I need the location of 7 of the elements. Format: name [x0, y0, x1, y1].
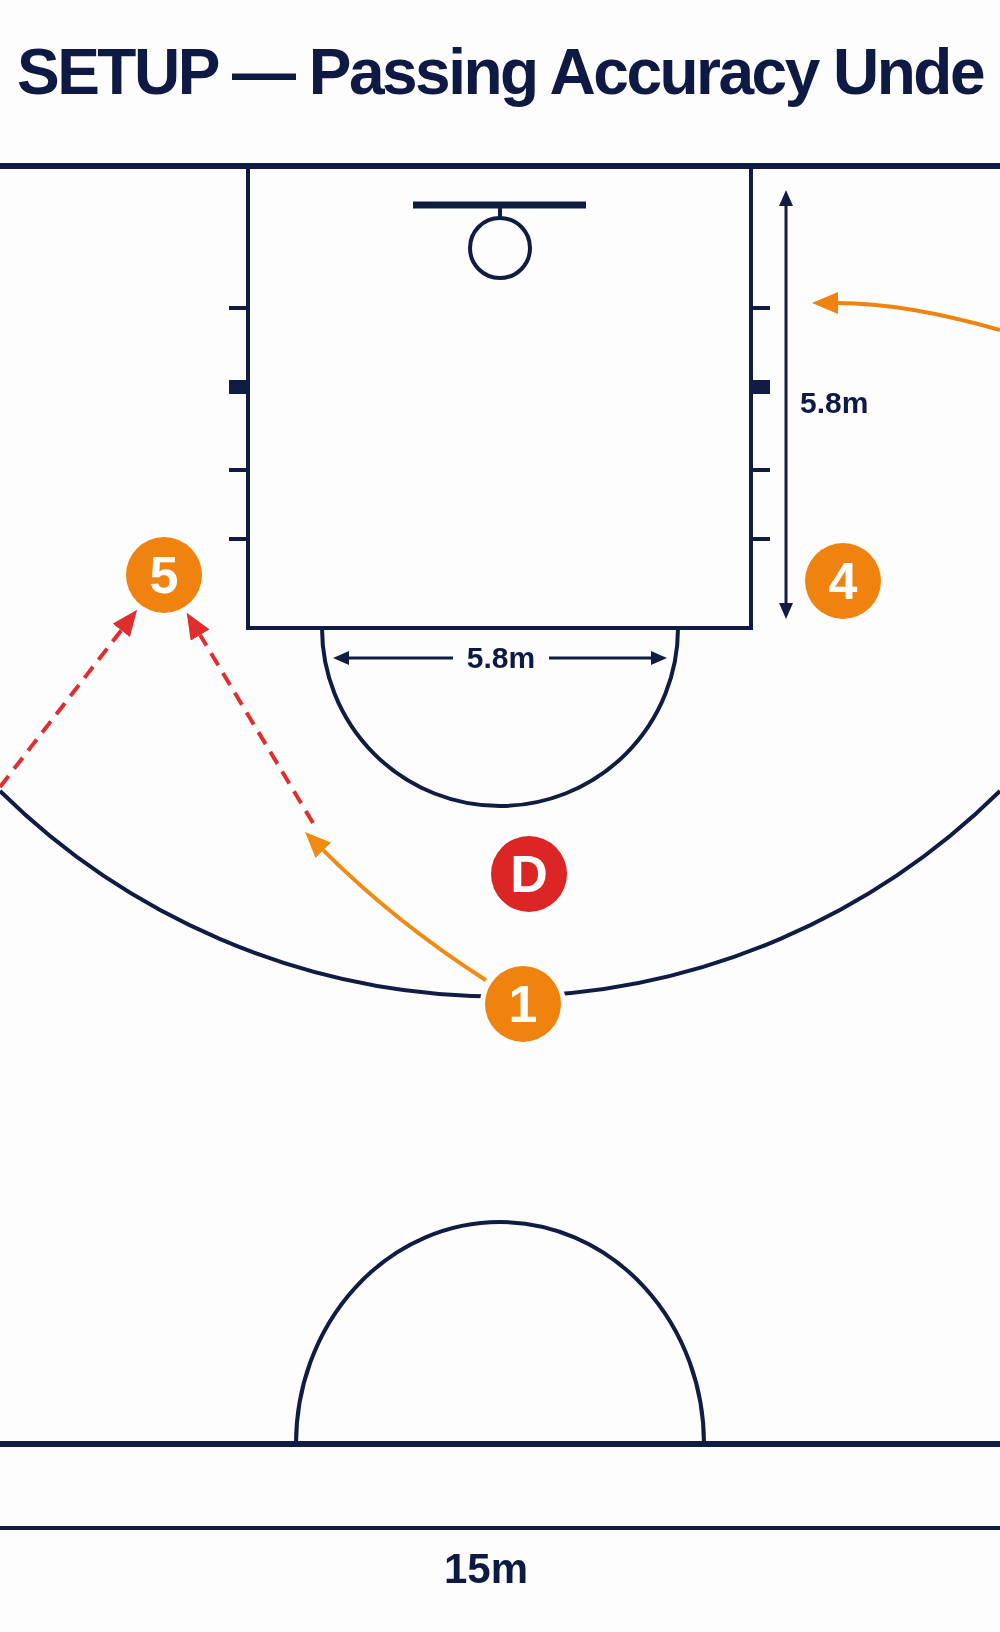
dimension-label: 15m: [443, 1548, 529, 1590]
dashed-arrow: [186, 612, 315, 825]
curved-arrow: [304, 832, 488, 982]
title: SETUP — Passing Accuracy Unde: [15, 36, 985, 108]
dashed-arrow: [0, 609, 138, 789]
dimension-label: 5.8m: [466, 643, 536, 673]
dimension-label: 5.8m: [800, 388, 869, 418]
